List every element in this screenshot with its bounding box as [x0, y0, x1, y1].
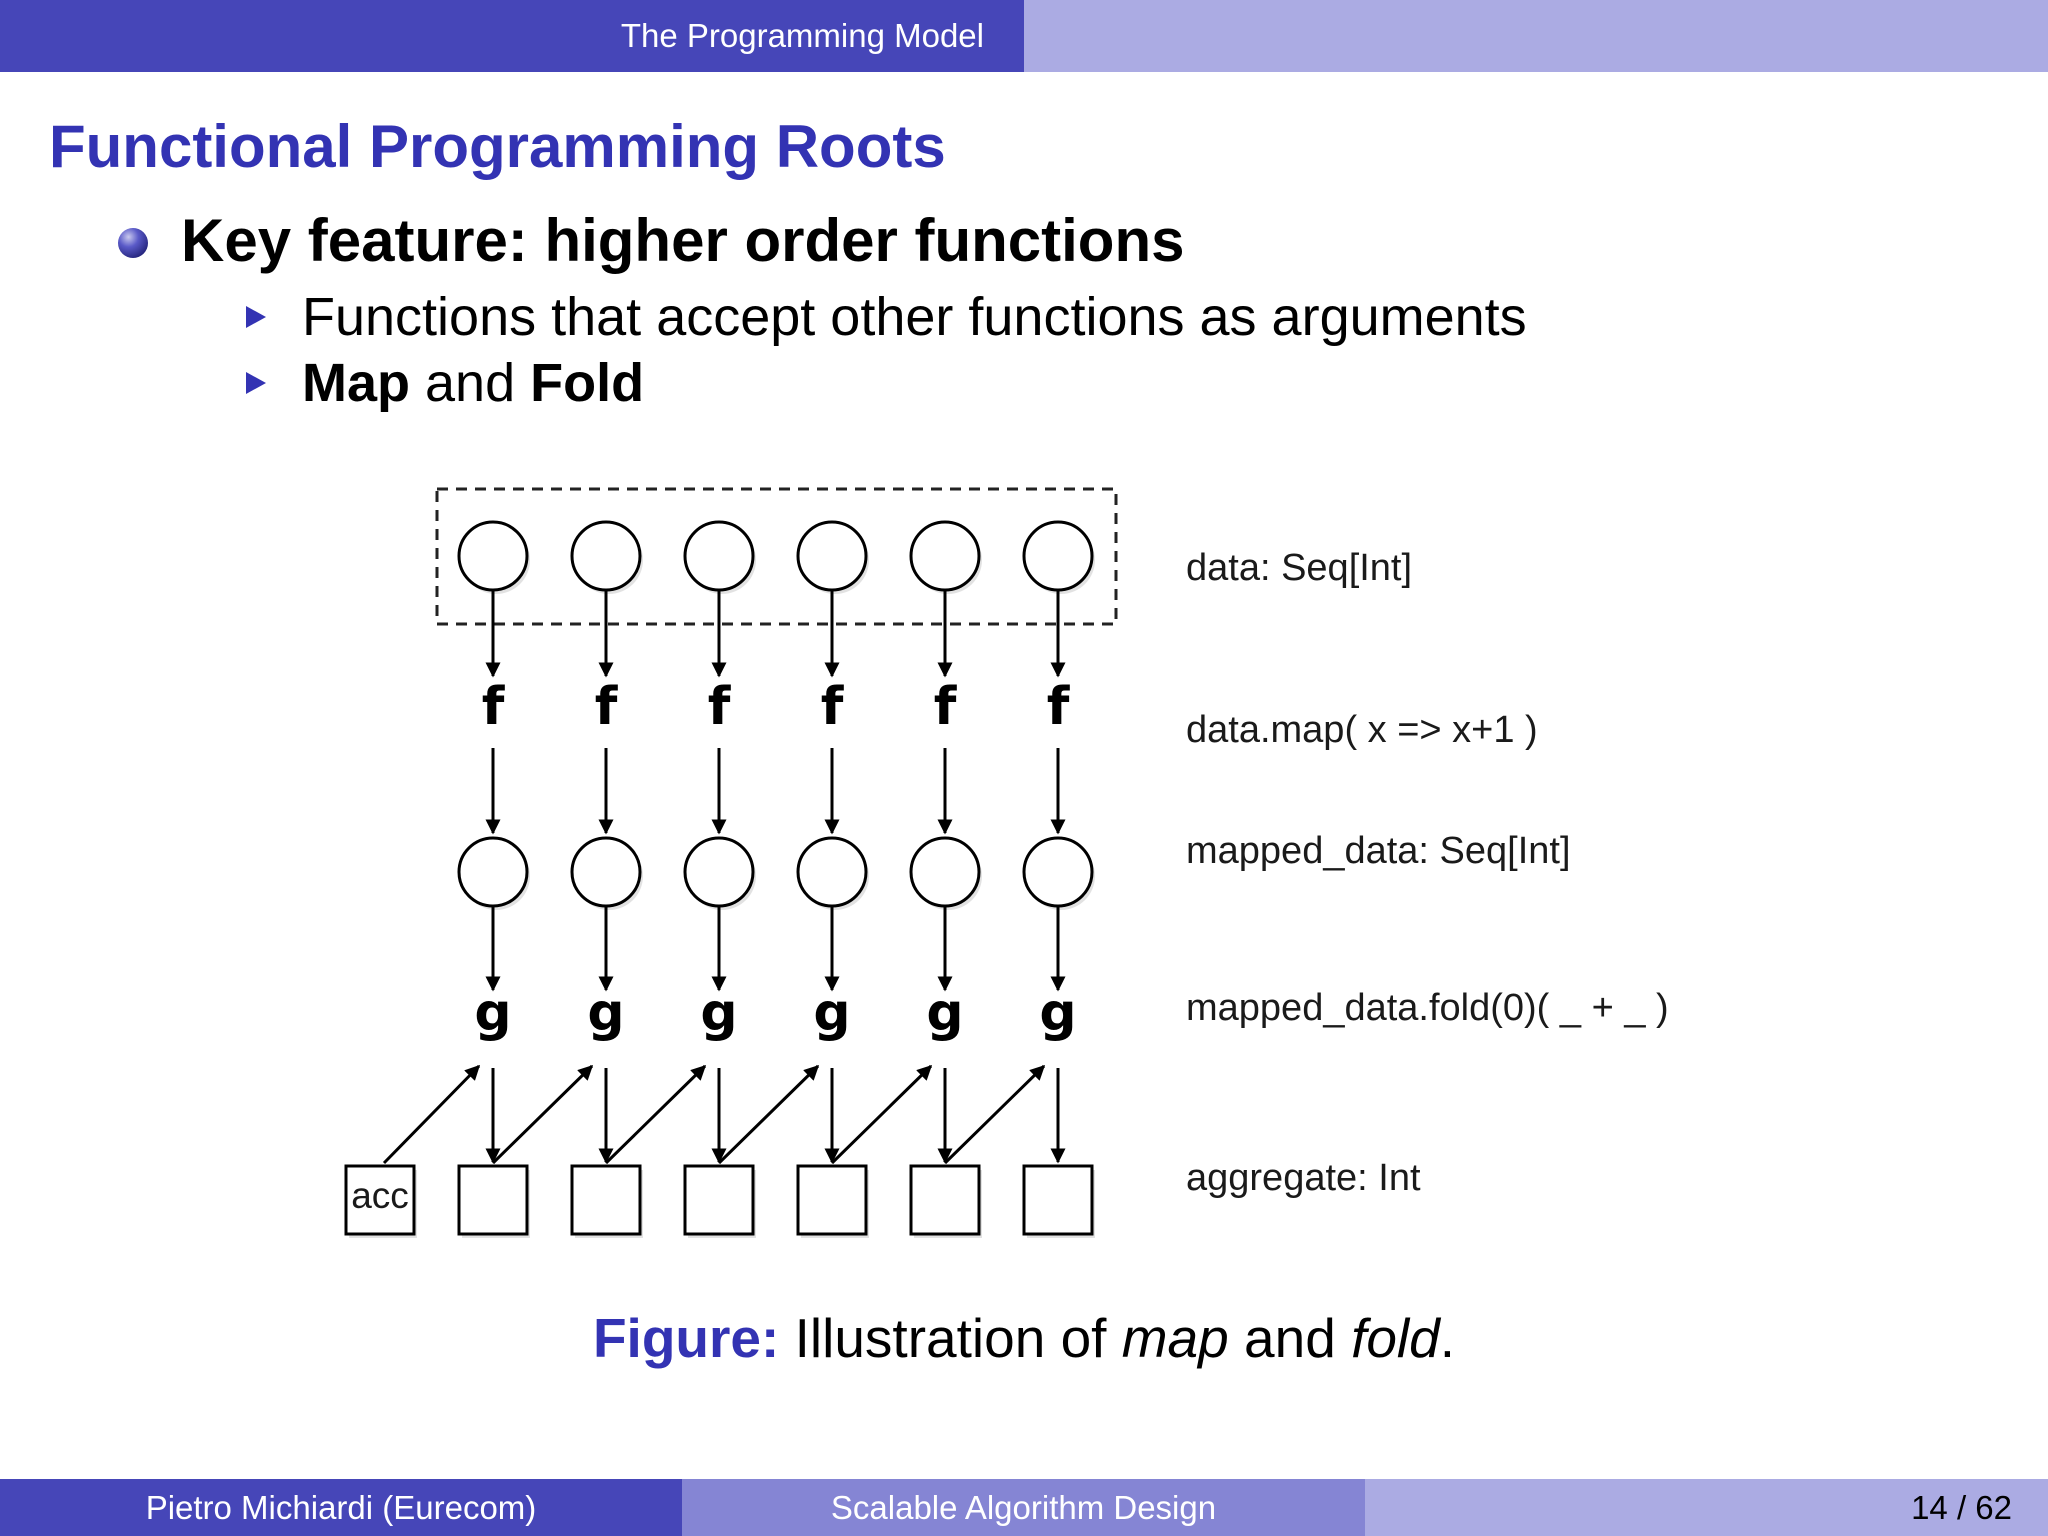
- mapped-element-circle: [457, 836, 529, 908]
- footer-page-number: 14 / 62: [1365, 1479, 2048, 1536]
- triangle-bullet-icon: [246, 306, 266, 328]
- accumulator-feed-arrow: [382, 1064, 481, 1165]
- accumulator-feed-arrow: [830, 1064, 933, 1165]
- caption-text-2: and: [1228, 1307, 1352, 1369]
- fold-function-g: g: [926, 983, 963, 1043]
- header-right-filler: [1024, 0, 2048, 72]
- data-element-circle: [457, 520, 529, 592]
- map-keyword: Map: [302, 353, 410, 413]
- sub-bullet-item-map-fold: Map and Fold: [246, 352, 644, 414]
- data-element-circle: [909, 520, 981, 592]
- accumulator-feed-arrow: [943, 1064, 1046, 1165]
- label-data: data: Seq[Int]: [1186, 547, 1412, 589]
- map-function-f: f: [595, 677, 619, 737]
- partial-result-box: [909, 1164, 981, 1236]
- footer-author[interactable]: Pietro Michiardi (Eurecom): [0, 1479, 682, 1536]
- map-function-f: f: [1047, 677, 1071, 737]
- partial-result-box: [1022, 1164, 1094, 1236]
- accumulator-feed-arrow: [604, 1064, 707, 1165]
- sub-bullet-connector: and: [410, 353, 531, 413]
- element-column: fg: [943, 520, 1095, 1238]
- header-section-title[interactable]: The Programming Model: [0, 0, 1024, 72]
- partial-result-box: [570, 1164, 642, 1236]
- caption-label: Figure:: [592, 1307, 780, 1369]
- fold-keyword: Fold: [530, 353, 645, 413]
- data-element-circle: [796, 520, 868, 592]
- data-element-circle: [570, 520, 642, 592]
- mapped-element-circle: [1022, 836, 1094, 908]
- mapped-element-circle: [683, 836, 755, 908]
- accumulator-label: acc: [351, 1175, 409, 1216]
- map-function-f: f: [934, 677, 958, 737]
- accumulator-feed-arrow: [717, 1064, 820, 1165]
- partial-result-box: [683, 1164, 755, 1236]
- figure-caption: Figure: Illustration of map and fold.: [0, 1306, 2048, 1370]
- ball-bullet-icon: [118, 227, 148, 258]
- label-map-call: data.map( x => x+1 ): [1186, 709, 1538, 751]
- bullet-item-key-feature: Key feature: higher order functions: [118, 206, 1184, 275]
- label-mapped-data: mapped_data: Seq[Int]: [1186, 830, 1571, 872]
- sub-bullet-item-functions: Functions that accept other functions as…: [246, 286, 1527, 348]
- fold-function-g: g: [1039, 983, 1076, 1043]
- fold-function-g: g: [700, 983, 737, 1043]
- partial-result-box: [796, 1164, 868, 1236]
- map-function-f: f: [482, 677, 506, 737]
- mapped-element-circle: [570, 836, 642, 908]
- partial-result-box: [457, 1164, 529, 1236]
- map-function-f: f: [708, 677, 732, 737]
- caption-word-map: map: [1121, 1307, 1229, 1369]
- data-element-circle: [683, 520, 755, 592]
- mapped-element-circle: [796, 836, 868, 908]
- element-column: fg: [830, 520, 982, 1238]
- accumulator-feed-arrow: [491, 1064, 594, 1165]
- mapped-element-circle: [909, 836, 981, 908]
- triangle-bullet-icon: [246, 372, 266, 394]
- accumulator-box: [344, 1164, 416, 1236]
- fold-function-g: g: [587, 983, 624, 1043]
- label-aggregate: aggregate: Int: [1186, 1157, 1421, 1199]
- frame-title: Functional Programming Roots: [49, 113, 946, 180]
- caption-text-1: Illustration of: [779, 1307, 1122, 1369]
- caption-text-3: .: [1439, 1307, 1456, 1369]
- element-column: fg: [491, 520, 643, 1238]
- map-function-f: f: [821, 677, 845, 737]
- caption-word-fold: fold: [1351, 1307, 1440, 1369]
- fold-function-g: g: [813, 983, 850, 1043]
- data-element-circle: [1022, 520, 1094, 592]
- sub-bullet-text: Functions that accept other functions as…: [302, 287, 1527, 347]
- element-column: fg: [604, 520, 756, 1238]
- data-collection-box: [435, 487, 1118, 626]
- label-fold-call: mapped_data.fold(0)( _ + _ ): [1186, 987, 1669, 1029]
- bullet-text: Key feature: higher order functions: [181, 207, 1185, 274]
- element-column: fg: [717, 520, 869, 1238]
- header-bar: The Programming Model: [0, 0, 2048, 72]
- footer-bar: Pietro Michiardi (Eurecom) Scalable Algo…: [0, 1479, 2048, 1536]
- footer-talk-title[interactable]: Scalable Algorithm Design: [682, 1479, 1365, 1536]
- fold-function-g: g: [474, 983, 511, 1043]
- element-column: fg: [382, 520, 530, 1238]
